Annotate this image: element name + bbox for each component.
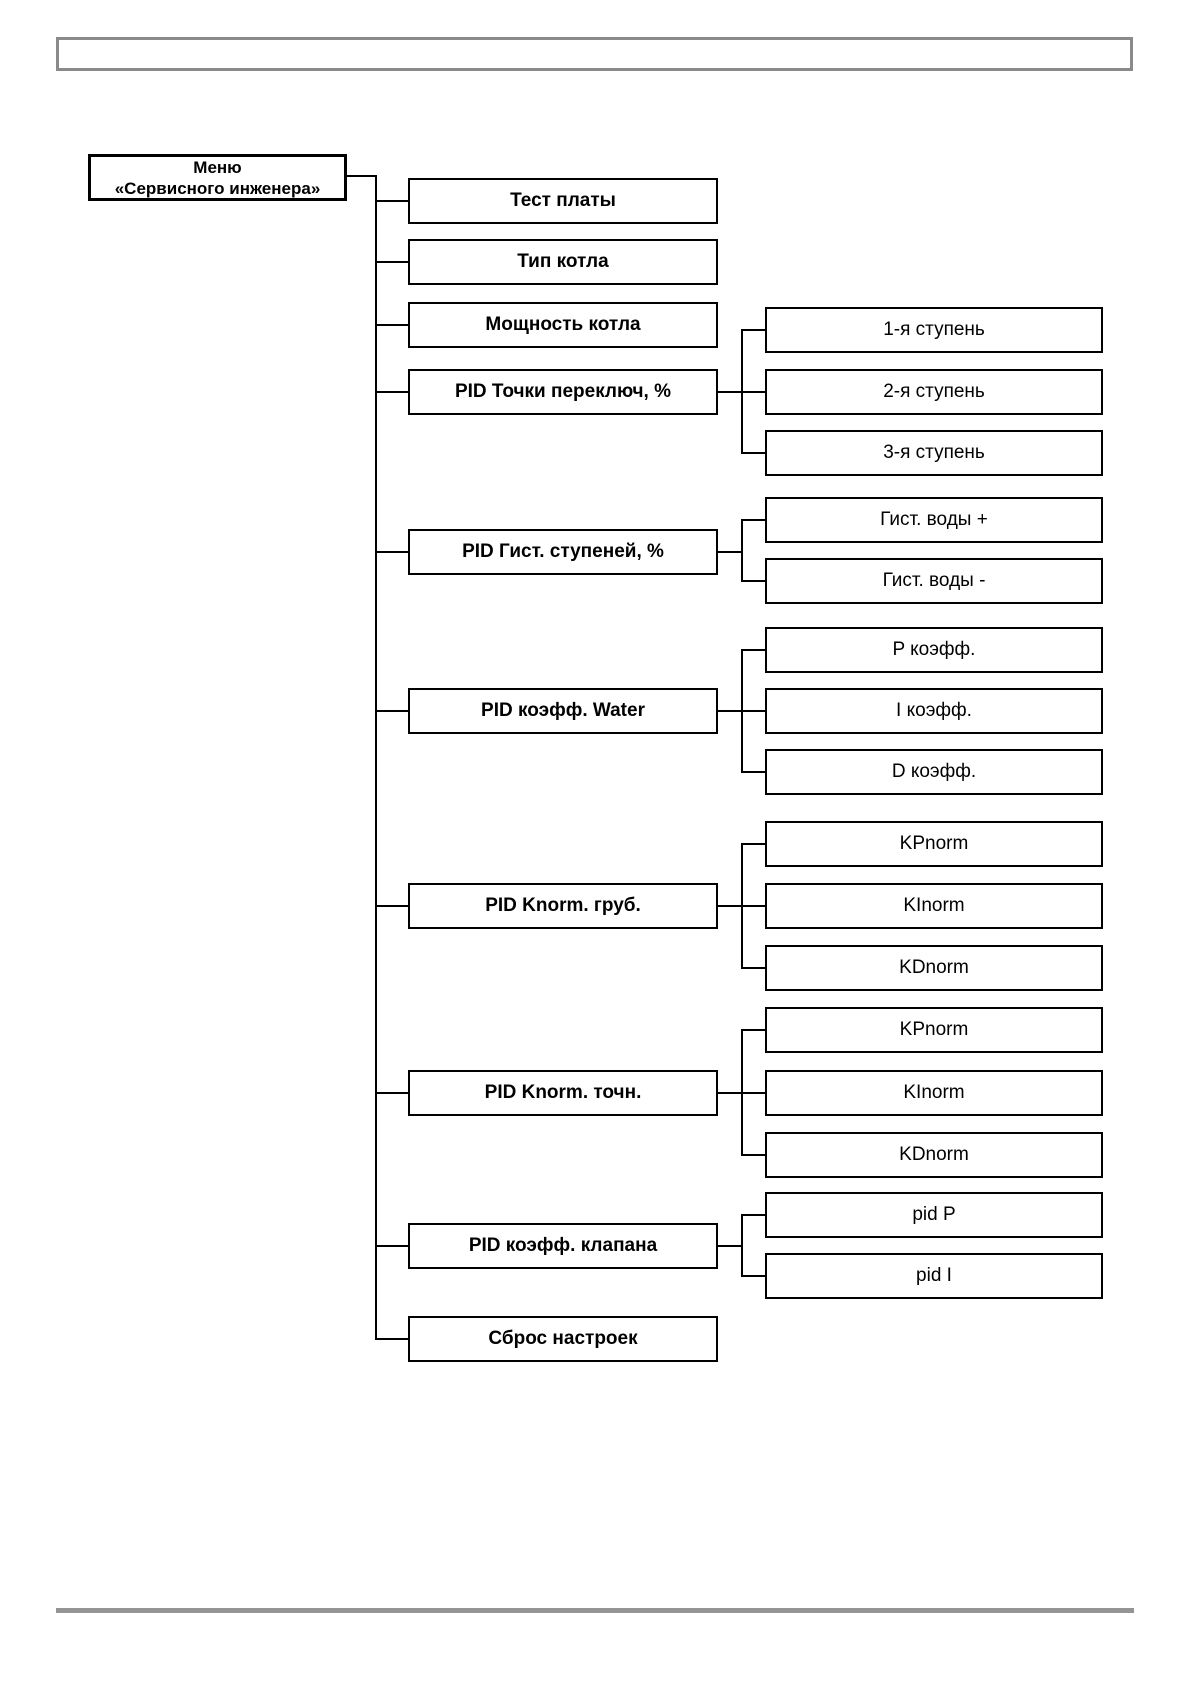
node-d-koeff: D коэфф. bbox=[765, 749, 1103, 795]
node-stupen-3: 3-я ступень bbox=[765, 430, 1103, 476]
node-p-koeff: P коэфф. bbox=[765, 627, 1103, 673]
node-kpnorm-tochn: KPnorm bbox=[765, 1007, 1103, 1053]
node-tip-kotla: Тип котла bbox=[408, 239, 718, 285]
node-pid-knorm-tochn: PID Knorm. точн. bbox=[408, 1070, 718, 1116]
node-test-platy: Тест платы bbox=[408, 178, 718, 224]
header-frame bbox=[56, 37, 1133, 71]
node-kinorm-tochn: KInorm bbox=[765, 1070, 1103, 1116]
node-pid-koeff-water: PID коэфф. Water bbox=[408, 688, 718, 734]
node-kpnorm-grub: KPnorm bbox=[765, 821, 1103, 867]
node-i-koeff: I коэфф. bbox=[765, 688, 1103, 734]
node-moshchnost-kotla: Мощность котла bbox=[408, 302, 718, 348]
node-menu-root: Меню «Сервисного инженера» bbox=[88, 154, 347, 201]
node-gist-vody-plus: Гист. воды + bbox=[765, 497, 1103, 543]
node-kdnorm-tochn: KDnorm bbox=[765, 1132, 1103, 1178]
node-pid-tochki-perekliuch: PID Точки переключ, % bbox=[408, 369, 718, 415]
node-pid-i: pid I bbox=[765, 1253, 1103, 1299]
node-pid-koeff-klapana: PID коэфф. клапана bbox=[408, 1223, 718, 1269]
node-kdnorm-grub: KDnorm bbox=[765, 945, 1103, 991]
node-stupen-1: 1-я ступень bbox=[765, 307, 1103, 353]
node-kinorm-grub: KInorm bbox=[765, 883, 1103, 929]
node-pid-p: pid P bbox=[765, 1192, 1103, 1238]
node-gist-vody-minus: Гист. воды - bbox=[765, 558, 1103, 604]
node-pid-gist-stupenei: PID Гист. ступеней, % bbox=[408, 529, 718, 575]
node-sbros-nastroek: Сброс настроек bbox=[408, 1316, 718, 1362]
node-menu-root-line1: Меню bbox=[193, 157, 242, 177]
node-menu-root-line2: «Сервисного инженера» bbox=[114, 178, 321, 198]
node-pid-knorm-grub: PID Knorm. груб. bbox=[408, 883, 718, 929]
node-stupen-2: 2-я ступень bbox=[765, 369, 1103, 415]
footer-rule bbox=[56, 1608, 1134, 1613]
